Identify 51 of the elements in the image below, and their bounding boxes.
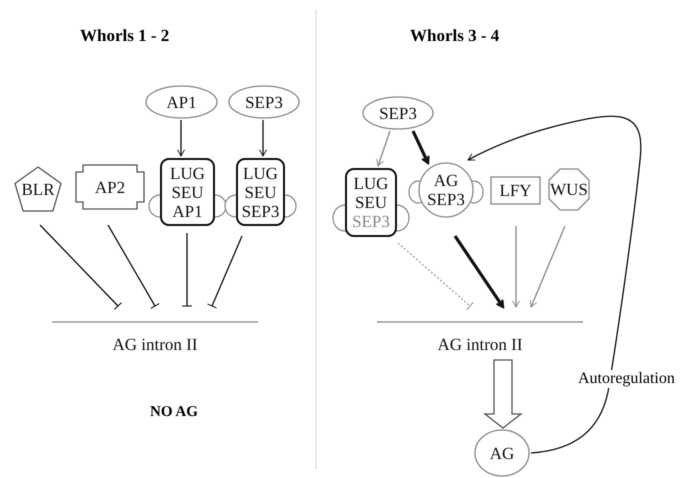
gene-name: AG — [490, 444, 514, 462]
gene-name: AG — [434, 171, 458, 190]
gene-name: AG intron II — [438, 335, 522, 354]
block-arrow — [483, 359, 523, 429]
notched-node — [75, 164, 145, 210]
oval-node — [362, 96, 434, 130]
arrow — [512, 226, 520, 308]
panel-heading: Whorls 3 - 4 — [410, 26, 500, 46]
inhibition-line — [206, 236, 243, 308]
gene-name: SEU — [354, 193, 388, 212]
pentagon-node — [14, 166, 62, 212]
arrow — [468, 116, 642, 454]
gene-name: SEP3 — [427, 190, 465, 209]
gene-box — [490, 176, 541, 205]
gene-name: WUS — [550, 180, 588, 199]
gene-name: LFY — [499, 181, 532, 200]
oval-node — [145, 85, 218, 119]
inhibition-line — [107, 224, 160, 309]
gene-name: AP1 — [166, 92, 197, 112]
gene-name: AP1 — [172, 202, 203, 220]
gene-name: LUG — [170, 164, 205, 182]
result-note: NO AG — [150, 404, 198, 421]
complex-box — [345, 168, 397, 237]
gene-name: LUG — [354, 174, 388, 193]
arrow — [412, 130, 430, 164]
arrow — [454, 235, 504, 308]
inhibition-line — [40, 224, 122, 310]
arrow — [259, 120, 267, 156]
gene-name: SEU — [244, 182, 277, 202]
gene-circle — [474, 429, 530, 477]
gene-name: SEP3 — [352, 212, 390, 231]
panel-heading: Whorls 1 - 2 — [80, 26, 170, 46]
gene-name: SEP3 — [245, 92, 283, 112]
gene-name: AP2 — [94, 178, 126, 196]
oval-node — [228, 85, 300, 119]
arrow — [177, 120, 185, 156]
complex-box — [160, 158, 215, 226]
inhibition-line — [398, 242, 474, 310]
arrow — [530, 226, 566, 308]
gene-name: SEP3 — [379, 104, 417, 122]
edge-label: Autoregulation — [577, 370, 676, 388]
gene-name: AG intron II — [112, 335, 198, 354]
gene-name: SEP3 — [242, 202, 280, 220]
gene-name: SEU — [171, 182, 204, 202]
complex-circle — [418, 162, 474, 218]
gene-name: LUG — [243, 164, 278, 182]
arrow — [376, 130, 391, 166]
gene-name: BLR — [21, 180, 55, 198]
inhibition-line — [182, 233, 192, 307]
octagon-node — [548, 168, 590, 211]
complex-box — [236, 158, 285, 226]
